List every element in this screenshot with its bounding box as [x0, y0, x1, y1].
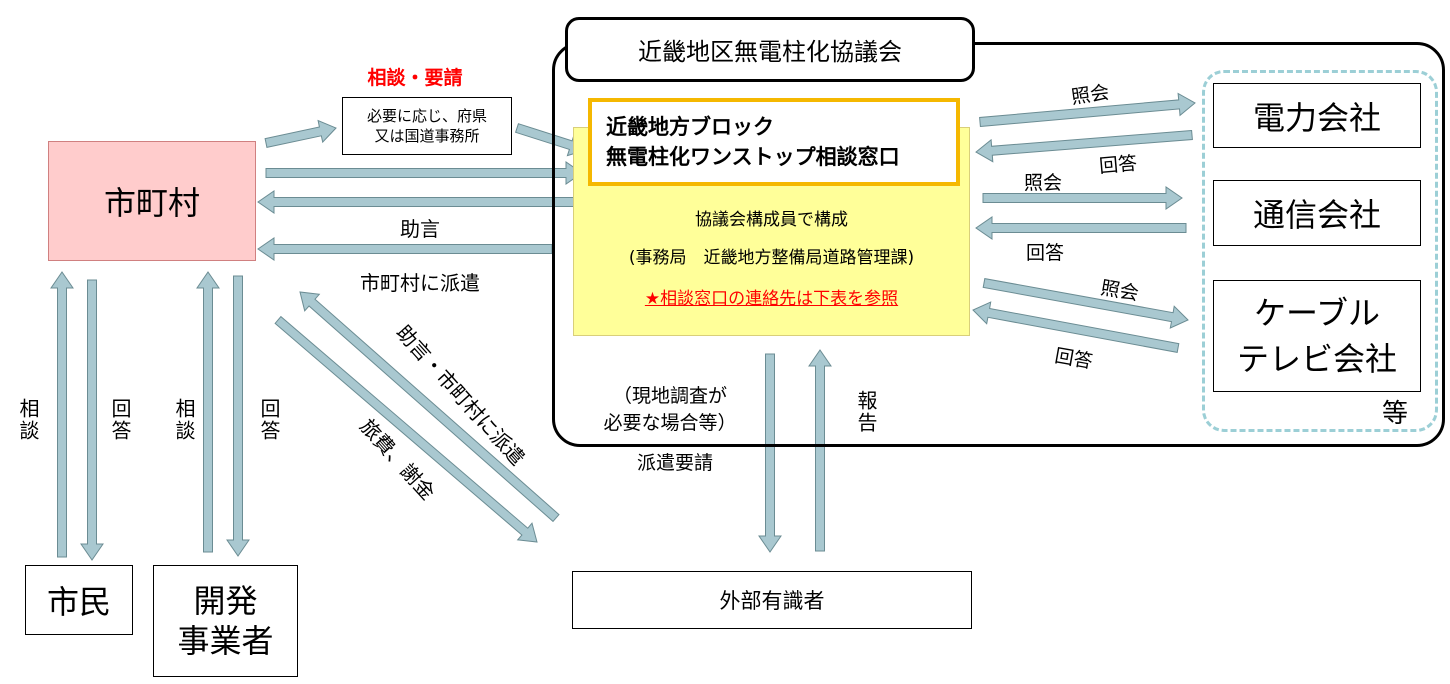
- consult-request-note-box: 必要に応じ、府県 又は国道事務所: [342, 97, 512, 155]
- arrow-answer-cable: [972, 301, 1180, 353]
- citizen-answer-label: 回答: [108, 398, 132, 442]
- municipality-box: 市町村: [48, 141, 256, 261]
- telecom-company-label: 通信会社: [1252, 196, 1381, 234]
- window-title-line2: 無電柱化ワンストップ相談窓口: [606, 145, 900, 169]
- telecom-answer-label: 回答: [1025, 241, 1064, 264]
- one-stop-window-title-box: 近畿地方ブロック 無電柱化ワンストップ相談窓口: [588, 98, 960, 186]
- arrow-inquiry-telecom: [982, 186, 1183, 210]
- citizens-label: 市民: [46, 583, 111, 621]
- developer-consult-label: 相談: [172, 398, 196, 442]
- consult-request-note: 必要に応じ、府県 又は国道事務所: [366, 107, 487, 145]
- developers-label: 開発 事業者: [177, 582, 274, 660]
- citizen-consult-label: 相談: [16, 398, 40, 442]
- etc-label: 等: [1381, 398, 1408, 429]
- arrow-developer-consult: [196, 271, 220, 553]
- telecom-inquiry-label: 照会: [1023, 171, 1062, 194]
- cable-tv-company-label: ケーブル テレビ会社: [1236, 294, 1397, 378]
- arrow-advice-dispatch-diag: [299, 291, 560, 523]
- arrow-muni-to-window: [265, 161, 583, 185]
- arrow-window-advice: [257, 190, 576, 214]
- window-secretariat: (事務局 近畿地方整備局道路管理課): [628, 247, 915, 268]
- arrow-inquiry-cable: [982, 278, 1189, 329]
- consult-request-label: 相談・要請: [367, 66, 463, 89]
- municipality-label: 市町村: [103, 184, 200, 222]
- field-survey-label: （現地調査が 必要な場合等）: [575, 383, 765, 439]
- arrow-travel-fees-diag: [274, 315, 538, 543]
- developers-box: 開発 事業者: [153, 565, 298, 677]
- power-company-label: 電力会社: [1252, 98, 1381, 137]
- cable-tv-company-box: ケーブル テレビ会社: [1213, 280, 1421, 392]
- window-title-line1: 近畿地方ブロック: [606, 115, 774, 139]
- advice-label: 助言: [400, 216, 440, 241]
- council-title-box: 近畿地区無電柱化協議会: [565, 17, 975, 82]
- arrow-muni-to-note: [264, 119, 337, 148]
- window-contact-note: ★相談窓口の連絡先は下表を参照: [573, 280, 970, 312]
- arrow-developer-answer: [226, 275, 250, 557]
- developer-answer-label: 回答: [257, 398, 281, 442]
- arrow-report: [808, 349, 832, 552]
- arrow-citizen-answer: [80, 279, 104, 561]
- dispatch-to-municipality-label: 市町村に派遣: [360, 270, 480, 295]
- council-boundary: [552, 42, 1445, 447]
- telecom-company-box: 通信会社: [1213, 180, 1421, 246]
- arrow-answer-power: [975, 129, 1193, 163]
- arrow-citizen-consult: [50, 271, 74, 558]
- council-title: 近畿地区無電柱化協議会: [638, 38, 902, 66]
- contact-note-text: ★相談窓口の連絡先は下表を参照: [644, 288, 899, 309]
- companies-group: [1202, 70, 1438, 432]
- arrow-dispatch-request: [758, 353, 782, 553]
- arrow-inquiry-power: [979, 92, 1196, 128]
- experts-label: 外部有識者: [719, 589, 825, 613]
- arrow-window-dispatch: [257, 237, 553, 261]
- power-company-box: 電力会社: [1213, 83, 1421, 148]
- citizens-box: 市民: [25, 565, 133, 635]
- arrow-answer-telecom: [975, 216, 1187, 240]
- window-composition: 協議会構成員で構成: [695, 209, 848, 230]
- experts-box: 外部有識者: [572, 571, 972, 629]
- report-label: 報告: [854, 390, 878, 434]
- dispatch-request-label: 派遣要請: [636, 451, 713, 474]
- power-answer-label: 回答: [1098, 151, 1139, 178]
